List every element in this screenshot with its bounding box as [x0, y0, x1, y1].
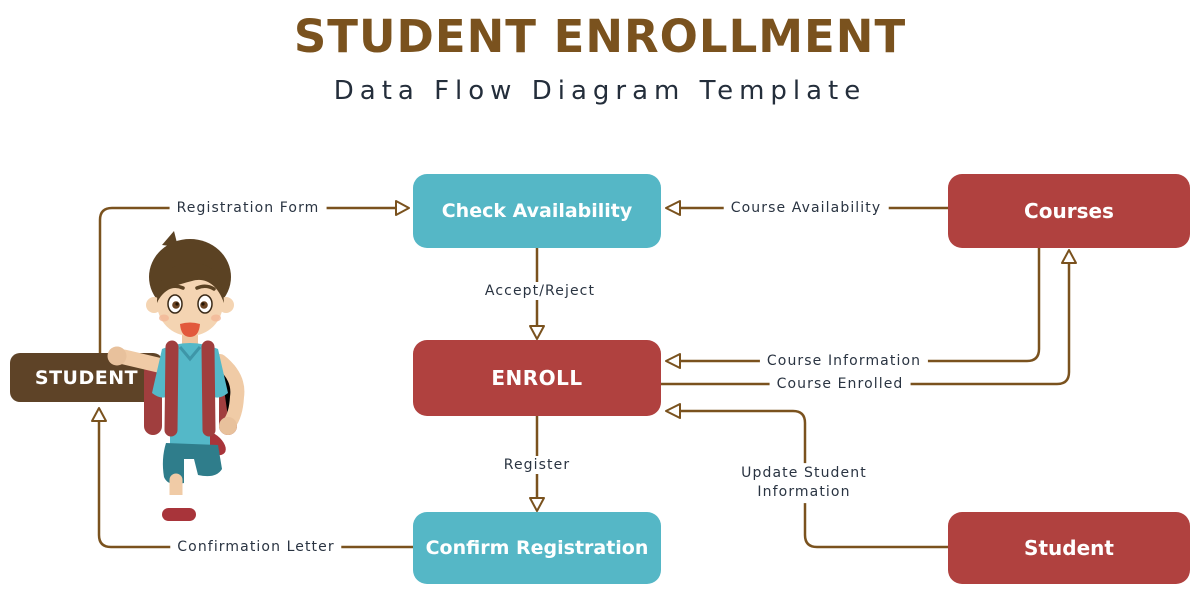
page-subtitle: Data Flow Diagram Template [333, 76, 867, 106]
student-illustration [107, 231, 245, 521]
flow-label-register: Register [496, 456, 578, 474]
flow-label-registration-form: Registration Form [169, 199, 327, 217]
flow-label-accept-reject: Accept/Reject [477, 282, 603, 300]
flow-label-update-student-information: Update Student Information [729, 463, 879, 503]
arrowhead-up-icon [1061, 249, 1077, 264]
arrowhead-left-icon [665, 200, 681, 216]
flow-label-course-enrolled: Course Enrolled [769, 375, 911, 393]
entity-courses: Courses [948, 174, 1190, 248]
page-title: STUDENT ENROLLMENT [293, 10, 907, 63]
flow-label-course-information: Course Information [759, 352, 929, 370]
arrowhead-left-icon [665, 353, 681, 369]
arrowhead-down-icon [529, 325, 545, 340]
arrowhead-up-icon [91, 407, 107, 422]
process-check-availability: Check Availability [413, 174, 661, 248]
flow-label-confirmation-letter: Confirmation Letter [170, 538, 342, 556]
arrowhead-left-icon [665, 403, 681, 419]
arrowhead-right-icon [395, 200, 410, 216]
flow-label-course-availability: Course Availability [723, 199, 889, 217]
process-enroll: ENROLL [413, 340, 661, 416]
process-confirm-registration: Confirm Registration [413, 512, 661, 584]
arrowhead-down-icon [529, 497, 545, 512]
entity-student: Student [948, 512, 1190, 584]
